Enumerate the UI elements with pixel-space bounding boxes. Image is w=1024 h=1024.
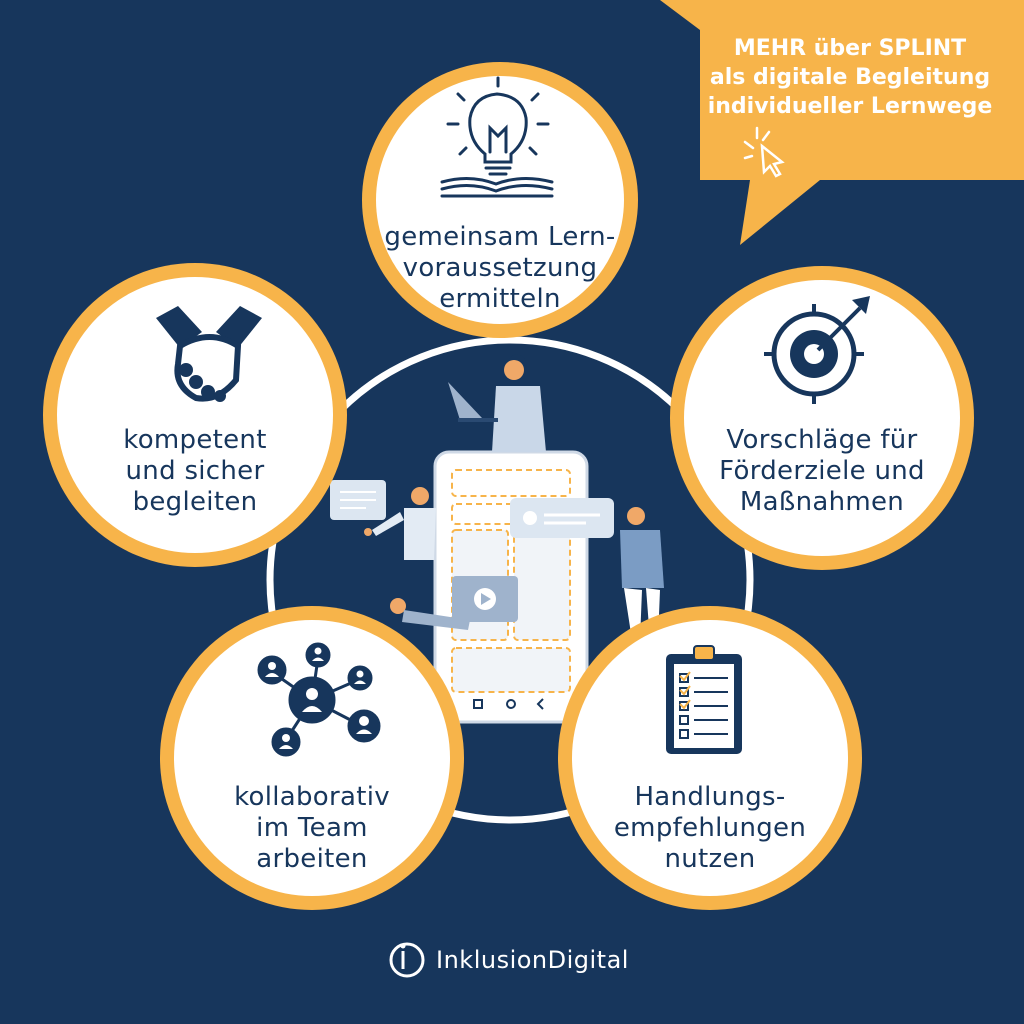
connector-ring <box>266 336 754 824</box>
brand-name: InklusionDigital <box>436 946 629 974</box>
brand-logo: InklusionDigital <box>388 938 629 982</box>
circle-left-text: kompetent und sicher begleiten <box>123 425 267 517</box>
circle-bottom-left-text: kollaborativ im Team arbeiten <box>234 782 390 874</box>
circle-bottom-right-text: Handlungs- empfehlungen nutzen <box>613 782 807 874</box>
person-with-laptop <box>448 354 546 452</box>
cta-text[interactable]: MEHR über SPLINT als digitale Begleitung… <box>707 36 993 119</box>
circle-top-text: gemeinsam Lern- voraussetzung ermitteln <box>384 222 616 314</box>
person-left <box>364 487 436 560</box>
profile-card <box>510 498 614 538</box>
inklusion-digital-logo-icon <box>389 942 425 978</box>
circle-right-text: Vorschläge für Förderziele und Maßnahmen <box>719 425 925 517</box>
